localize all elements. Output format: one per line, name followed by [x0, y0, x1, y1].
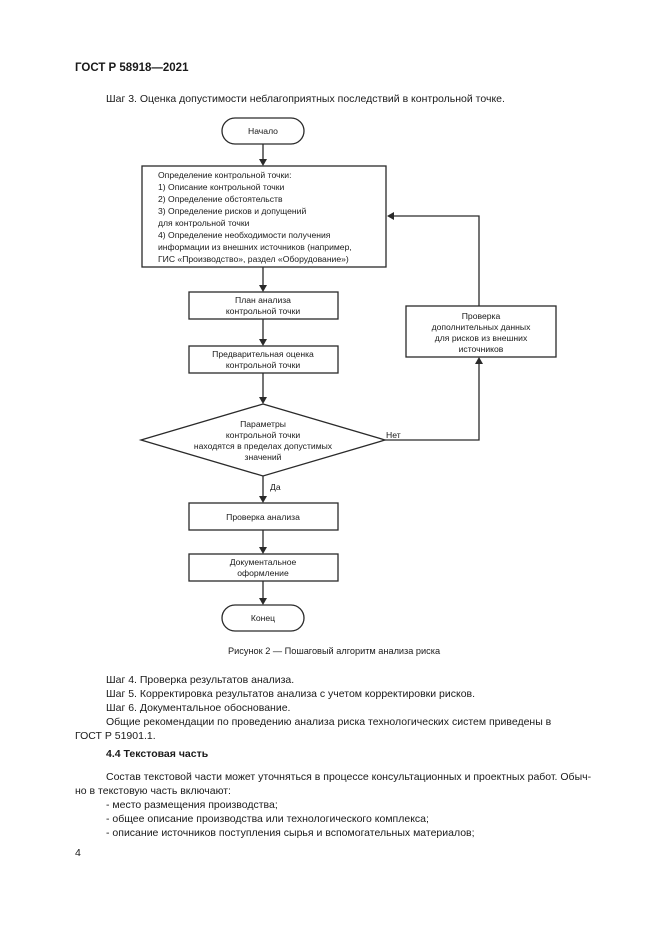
documentation-label: оформление	[237, 568, 289, 578]
definition-line: 3) Определение рисков и допущений	[158, 206, 306, 216]
arrow-head	[387, 212, 394, 220]
connector-loop	[394, 215, 480, 306]
start-label: Начало	[248, 126, 278, 136]
definition-line: 2) Определение обстоятельств	[158, 194, 283, 204]
decision-diamond	[138, 403, 388, 477]
bullet-item: - общее описание производства или технол…	[106, 813, 429, 825]
decision-label: контрольной точки	[226, 430, 301, 440]
step5-text: Шаг 5. Корректировка результатов анализа…	[106, 688, 476, 700]
yes-label: Да	[270, 482, 281, 492]
arrow-head	[259, 285, 267, 292]
definition-line: 4) Определение необходимости получения	[158, 230, 331, 240]
definition-box	[141, 165, 387, 268]
documentation-label: Документальное	[230, 557, 297, 567]
arrow-head	[259, 598, 267, 605]
extra-data-check-box	[405, 305, 557, 358]
connector-no	[385, 363, 480, 441]
definition-line: 1) Описание контрольной точки	[158, 182, 285, 192]
definition-line: для контрольной точки	[158, 218, 250, 228]
preliminary-label: Предварительная оценка	[212, 349, 314, 359]
definition-line: ГИС «Производство», раздел «Оборудование…	[158, 254, 349, 264]
documentation-box	[188, 553, 339, 582]
decision-label: Параметры	[240, 419, 286, 429]
definition-line: Определение контрольной точки:	[158, 170, 291, 180]
extra-check-label: для рисков из внешних	[435, 333, 528, 343]
no-label: Нет	[386, 430, 401, 440]
extra-check-label: источников	[459, 344, 504, 354]
plan-label: План анализа	[235, 295, 291, 305]
decision-label: находятся в пределах допустимых	[194, 441, 333, 451]
definition-line: информации из внешних источников (наприм…	[158, 242, 352, 252]
arrow-head	[475, 357, 483, 364]
plan-label: контрольной точки	[226, 306, 301, 316]
decision-label: значений	[245, 452, 282, 462]
section-title: 4.4 Текстовая часть	[106, 748, 209, 760]
arrow-head	[259, 496, 267, 503]
preliminary-label: контрольной точки	[226, 360, 301, 370]
end-terminal	[221, 604, 305, 632]
extra-check-label: дополнительных данных	[432, 322, 531, 332]
document-header: ГОСТ Р 58918—2021	[75, 62, 189, 74]
arrow-head	[259, 547, 267, 554]
bullet-item: - место размещения производства;	[106, 799, 278, 811]
page-number: 4	[75, 847, 81, 859]
analysis-check-label: Проверка анализа	[226, 512, 300, 522]
intro-line: но в текстовую часть включают:	[75, 785, 231, 797]
figure-caption: Рисунок 2 — Пошаговый алгоритм анализа р…	[228, 646, 441, 656]
bullet-item: - описание источников поступления сырья …	[106, 827, 475, 839]
arrow-head	[259, 159, 267, 166]
extra-check-label: Проверка	[462, 311, 501, 321]
step3-text: Шаг 3. Оценка допустимости неблагоприятн…	[106, 93, 505, 105]
step4-text: Шаг 4. Проверка результатов анализа.	[106, 674, 295, 686]
general-recommendations-line: ГОСТ Р 51901.1.	[75, 730, 156, 742]
end-label: Конец	[251, 613, 275, 623]
step6-text: Шаг 6. Документальное обоснование.	[106, 702, 291, 714]
arrow-head	[259, 397, 267, 404]
general-recommendations-line: Общие рекомендации по проведению анализа…	[106, 716, 552, 728]
intro-line: Состав текстовой части может уточняться …	[106, 771, 592, 783]
arrow-head	[259, 339, 267, 346]
